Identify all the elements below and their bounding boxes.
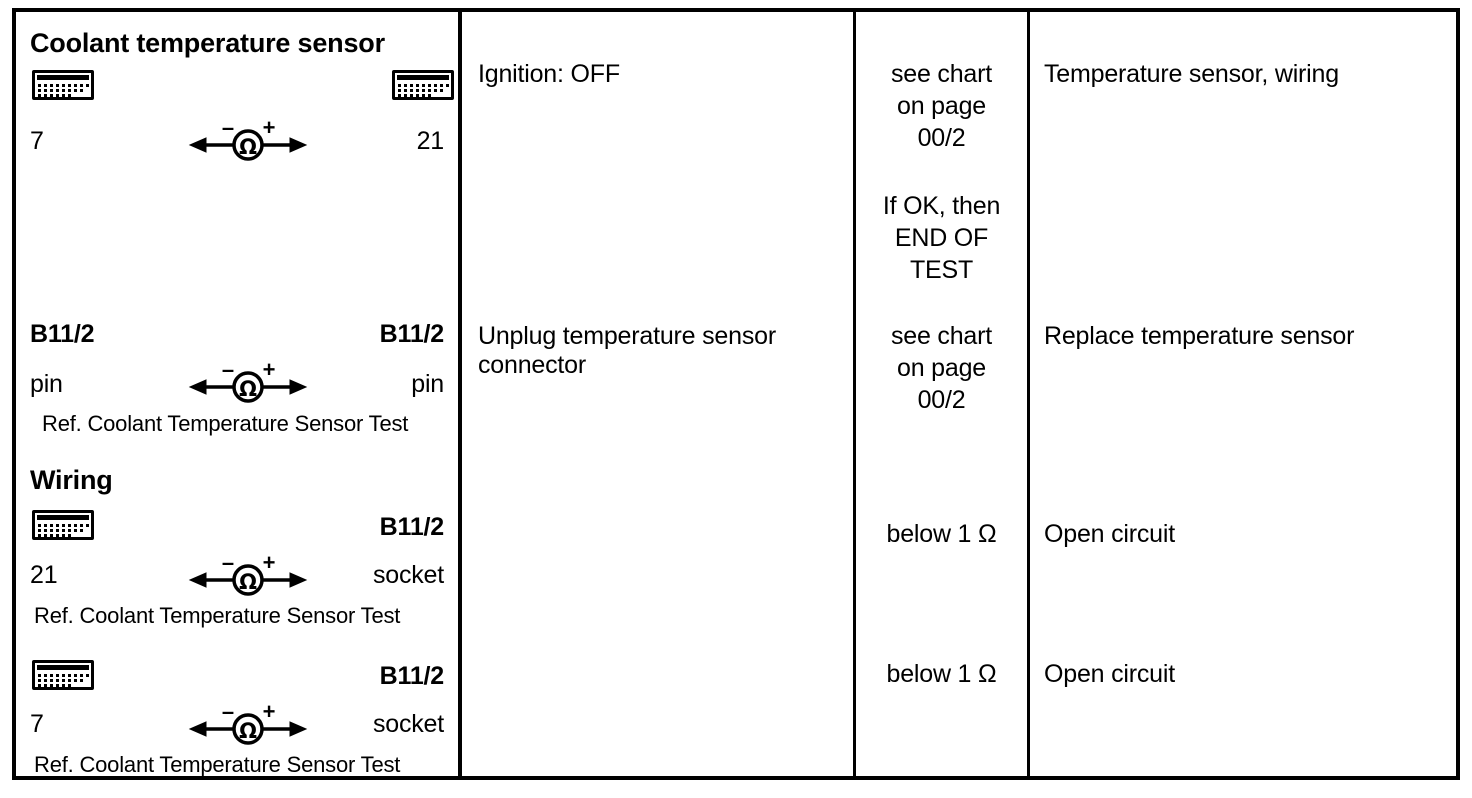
ohmmeter-icon: Ω – + xyxy=(188,702,308,746)
svg-text:–: – xyxy=(222,553,234,575)
reference-note: Ref. Coolant Temperature Sensor Test xyxy=(42,411,409,436)
row-title: Coolant temperature sensor xyxy=(30,28,385,58)
svg-text:Ω: Ω xyxy=(239,377,257,401)
svg-text:Ω: Ω xyxy=(239,570,257,594)
column-condition: Ignition: OFF Unplug temperature sensor … xyxy=(462,12,856,776)
table-row: Coolant temperature sensor 7 xyxy=(16,12,458,312)
svg-text:+: + xyxy=(263,360,276,382)
connector-icon xyxy=(32,660,94,690)
table-row: B11/2 B11/2 pin Ω – + xyxy=(16,312,458,457)
right-pin-label: socket xyxy=(372,710,444,738)
ohmmeter-icon: Ω – + xyxy=(188,553,308,597)
right-pin-label: 21 xyxy=(416,127,445,155)
reference-note: Ref. Coolant Temperature Sensor Test xyxy=(34,603,401,628)
result-line: see chart xyxy=(890,60,993,88)
column-expected-result: see chart on page 00/2 If OK, then END O… xyxy=(856,12,1030,776)
right-connector-label: B11/2 xyxy=(379,513,445,541)
left-pin-label: 7 xyxy=(30,710,44,738)
ohmmeter-icon: Ω – + xyxy=(188,118,308,162)
result-line: below 1 Ω xyxy=(886,520,997,548)
result-line: on page xyxy=(897,92,986,120)
connector-icon xyxy=(32,510,94,540)
connector-icon xyxy=(32,70,94,100)
svg-text:Ω: Ω xyxy=(239,135,257,159)
remedy-text: Open circuit xyxy=(1044,660,1175,688)
svg-text:Ω: Ω xyxy=(239,719,257,743)
result-line: 00/2 xyxy=(917,124,966,152)
result-secondary-line: END OF xyxy=(894,224,989,252)
row-title: Wiring xyxy=(30,465,113,495)
result-line: on page xyxy=(897,354,986,382)
svg-text:–: – xyxy=(222,360,234,382)
condition-text: Unplug temperature sensor connector xyxy=(478,322,776,379)
svg-text:+: + xyxy=(263,702,276,724)
remedy-text: Open circuit xyxy=(1044,520,1175,548)
ohmmeter-icon: Ω – + xyxy=(188,360,308,404)
svg-text:+: + xyxy=(263,118,276,140)
result-secondary-line: If OK, then xyxy=(882,192,1001,220)
remedy-text: Replace temperature sensor xyxy=(1044,322,1355,350)
connector-icon xyxy=(392,70,454,100)
svg-text:–: – xyxy=(222,702,234,724)
diagnostic-table: Coolant temperature sensor 7 xyxy=(12,8,1460,780)
right-connector-label: B11/2 xyxy=(379,320,445,348)
left-connector-label: B11/2 xyxy=(30,320,95,348)
left-pin-label: 7 xyxy=(30,127,44,155)
column-possible-cause: Temperature sensor, wiring Replace tempe… xyxy=(1030,12,1456,776)
result-line: 00/2 xyxy=(917,386,966,414)
right-pin-label: pin xyxy=(411,370,444,398)
result-line: below 1 Ω xyxy=(886,660,997,688)
right-connector-label: B11/2 xyxy=(379,662,445,690)
table-row: B11/2 7 Ω – + xyxy=(16,642,458,782)
column-test-step: Coolant temperature sensor 7 xyxy=(16,12,462,777)
reference-note: Ref. Coolant Temperature Sensor Test xyxy=(34,752,401,777)
left-pin-label: 21 xyxy=(30,561,58,589)
svg-text:+: + xyxy=(263,553,276,575)
condition-text: Ignition: OFF xyxy=(478,60,620,88)
svg-text:–: – xyxy=(222,118,234,140)
left-pin-label: pin xyxy=(30,370,63,398)
table-row: Wiring B11/2 21 xyxy=(16,457,458,642)
result-line: see chart xyxy=(890,322,993,350)
remedy-text: Temperature sensor, wiring xyxy=(1044,60,1339,88)
result-secondary-line: TEST xyxy=(909,256,974,284)
right-pin-label: socket xyxy=(372,561,444,589)
